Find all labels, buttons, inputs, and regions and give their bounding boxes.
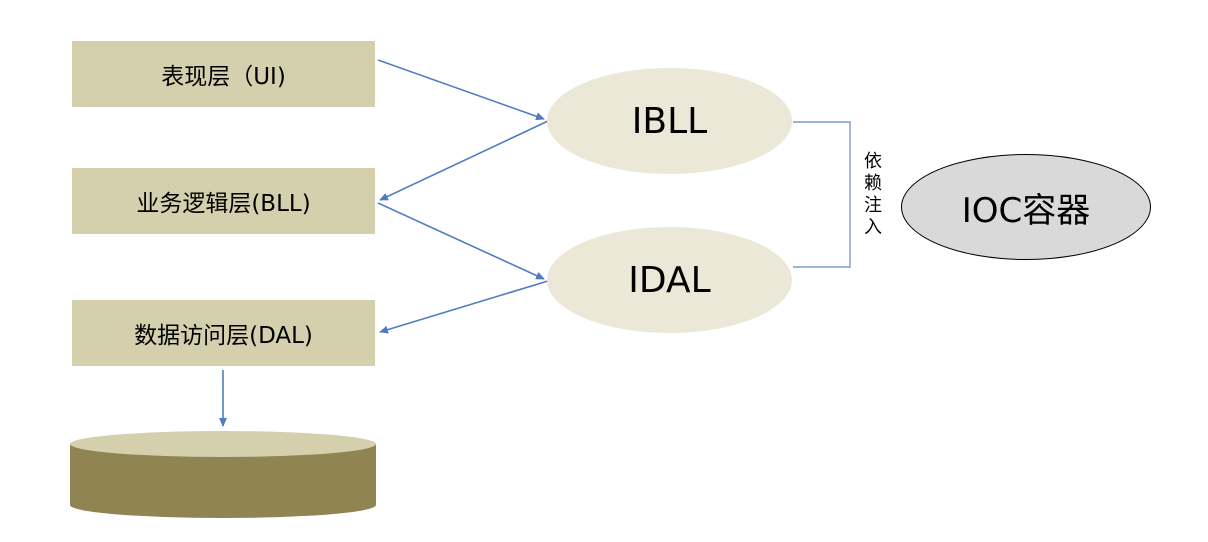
database-body: [70, 444, 376, 518]
business-logic-layer-label: 业务逻辑层(BLL): [136, 191, 311, 217]
presentation-layer-box: 表现层（UI): [72, 41, 375, 107]
arrow-bll-to-idal: [377, 202, 545, 280]
data-access-layer-box: 数据访问层(DAL): [72, 300, 375, 366]
data-access-layer-label: 数据访问层(DAL): [134, 323, 313, 349]
presentation-layer-label: 表现层（UI): [161, 64, 286, 90]
dependency-injection-label: 依赖注入: [864, 151, 882, 238]
ibll-label: IBLL: [631, 100, 708, 142]
idal-label: IDAL: [628, 259, 711, 301]
arrow-ibll-to-bll: [379, 120, 549, 201]
database-cylinder: [70, 431, 376, 518]
ibll-interface-ellipse: IBLL: [547, 68, 792, 174]
injection-bracket: [793, 121, 851, 268]
arrow-ui-to-ibll: [377, 59, 545, 121]
business-logic-layer-box: 业务逻辑层(BLL): [72, 168, 375, 234]
idal-interface-ellipse: IDAL: [547, 227, 792, 333]
ioc-container-ellipse: IOC容器: [901, 154, 1151, 260]
database-top: [70, 431, 376, 457]
arrow-idal-to-dal: [379, 280, 549, 334]
ioc-container-label: IOC容器: [961, 190, 1091, 231]
